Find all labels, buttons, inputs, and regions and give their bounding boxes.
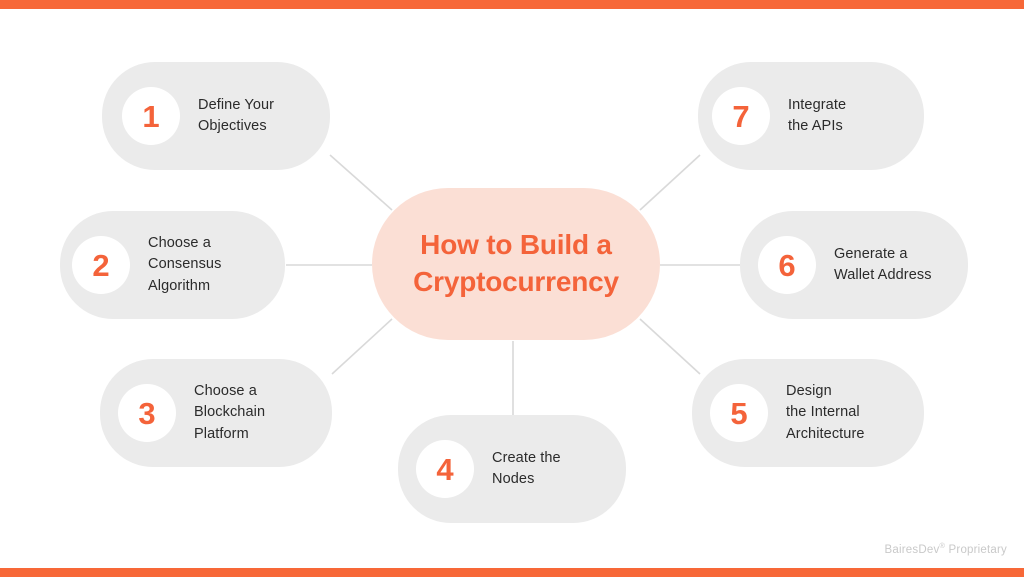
connector-hub-to-step-7 — [639, 154, 701, 211]
top-accent-bar — [0, 0, 1024, 9]
step-number-badge-6: 6 — [758, 236, 816, 294]
step-number-badge-4: 4 — [416, 440, 474, 498]
bottom-accent-bar — [0, 568, 1024, 577]
step-card-4[interactable]: 4 Create the Nodes — [398, 415, 626, 523]
footer-brand: BairesDev — [884, 543, 940, 556]
step-label-5: Design the Internal Architecture — [786, 382, 865, 442]
step-label-1: Define Your Objectives — [198, 96, 275, 134]
step-card-1[interactable]: 1 Define Your Objectives — [102, 62, 330, 170]
step-card-7[interactable]: 7 Integrate the APIs — [698, 62, 924, 170]
step-number-badge-2: 2 — [72, 236, 130, 294]
step-card-3[interactable]: 3 Choose a Blockchain Platform — [100, 359, 332, 467]
step-label-4: Create the Nodes — [492, 449, 561, 487]
step-number-badge-1: 1 — [122, 87, 180, 145]
hub-title: How to Build a Cryptocurrency — [413, 229, 619, 297]
connector-hub-to-step-3 — [331, 318, 393, 375]
footer-attribution: BairesDev® Proprietary — [885, 541, 1007, 556]
connector-hub-to-step-1 — [329, 154, 393, 211]
step-label-3: Choose a Blockchain Platform — [194, 382, 266, 442]
step-card-2[interactable]: 2 Choose a Consensus Algorithm — [60, 211, 285, 319]
center-hub: How to Build a Cryptocurrency — [372, 188, 660, 340]
step-label-2: Choose a Consensus Algorithm — [148, 234, 222, 294]
footer-text: Proprietary — [948, 543, 1007, 556]
step-label-7: Integrate the APIs — [788, 96, 847, 134]
step-number-badge-3: 3 — [118, 384, 176, 442]
registered-mark-icon: ® — [939, 541, 946, 550]
step-label-6: Generate a Wallet Address — [834, 245, 932, 283]
step-number-badge-5: 5 — [710, 384, 768, 442]
step-number-badge-7: 7 — [712, 87, 770, 145]
step-card-5[interactable]: 5 Design the Internal Architecture — [692, 359, 924, 467]
step-card-6[interactable]: 6 Generate a Wallet Address — [740, 211, 968, 319]
connector-hub-to-step-5 — [639, 318, 701, 375]
